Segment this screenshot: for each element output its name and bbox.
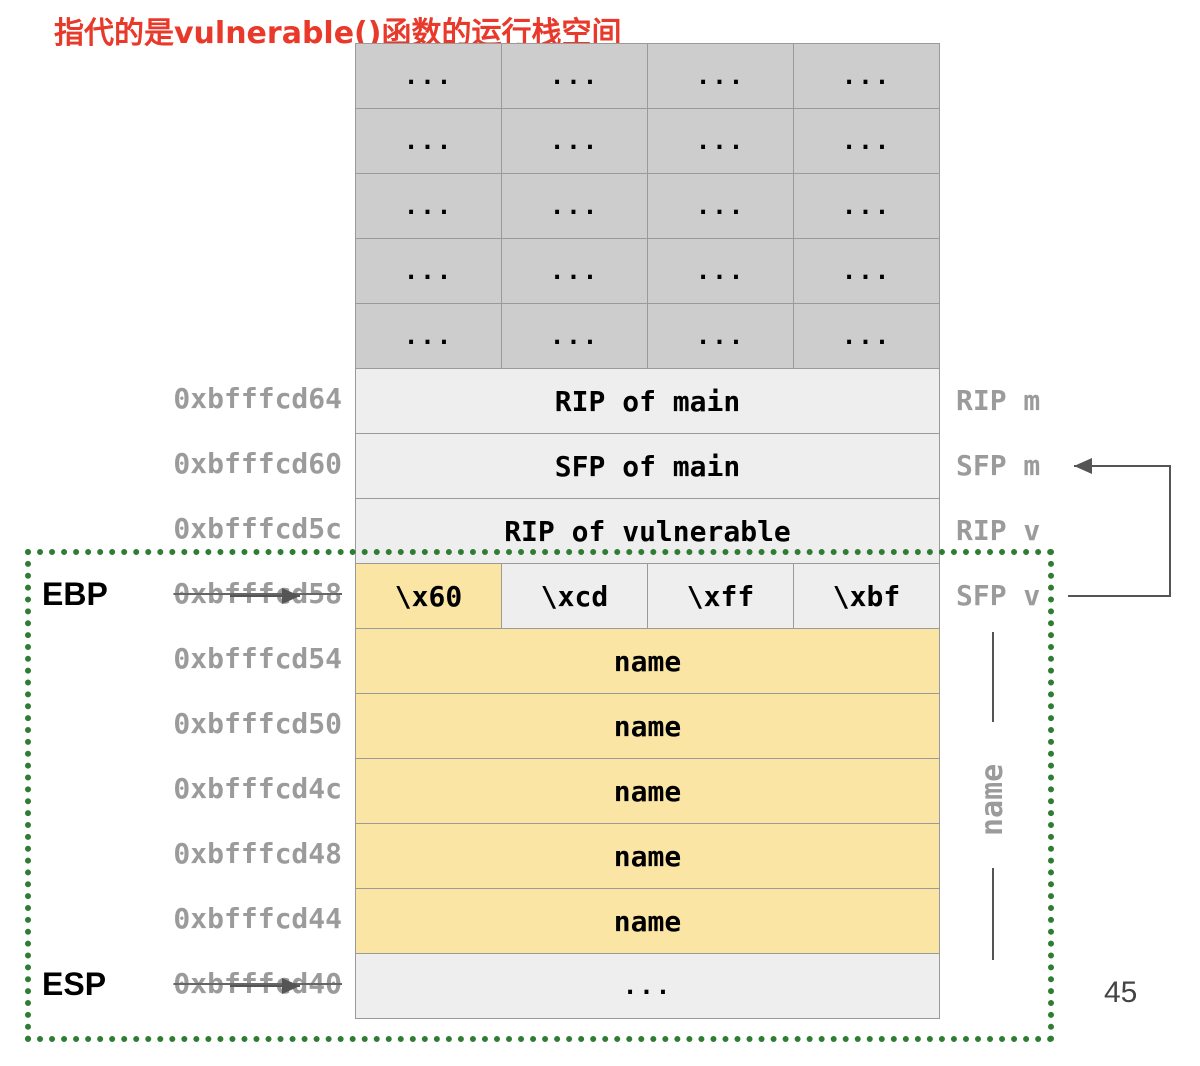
stack-diagram: ... ... ... ... ... ... ... ... ... ... … bbox=[355, 43, 940, 1019]
stack-row-name: name bbox=[355, 693, 940, 759]
address-label: 0xbfffcd44 bbox=[173, 902, 342, 935]
stack-row-bottom: ... bbox=[355, 953, 940, 1019]
stack-cell-byte: \xcd bbox=[501, 563, 648, 629]
stack-row-rip-main: RIP of main bbox=[355, 368, 940, 434]
stack-cell: ... bbox=[501, 238, 648, 304]
stack-row-filler: ... ... ... ... bbox=[355, 108, 940, 174]
stack-cell: ... bbox=[355, 173, 502, 239]
stack-row-name: name bbox=[355, 823, 940, 889]
address-label-esp: 0xbfffcd40 bbox=[173, 967, 342, 1000]
address-label: 0xbfffcd48 bbox=[173, 837, 342, 870]
stack-row-filler: ... ... ... ... bbox=[355, 43, 940, 109]
side-label-sfp-vulnerable: SFP v bbox=[956, 579, 1041, 612]
side-label-rip-vulnerable: RIP v bbox=[956, 514, 1041, 547]
address-label: 0xbfffcd4c bbox=[173, 772, 342, 805]
stack-row-filler: ... ... ... ... bbox=[355, 303, 940, 369]
stack-row-name: name bbox=[355, 758, 940, 824]
stack-cell: ... bbox=[355, 108, 502, 174]
address-label-ebp: 0xbfffcd58 bbox=[173, 577, 342, 610]
stack-cell: ... bbox=[501, 173, 648, 239]
address-label: 0xbfffcd54 bbox=[173, 642, 342, 675]
stack-cell: ... bbox=[355, 303, 502, 369]
esp-register-label: ESP bbox=[42, 966, 107, 1002]
sfp-link-arrow bbox=[1068, 458, 1171, 597]
page-number: 45 bbox=[1104, 976, 1138, 1009]
stack-cell: ... bbox=[501, 108, 648, 174]
address-label: 0xbfffcd60 bbox=[173, 447, 342, 480]
stack-cell-name: name bbox=[355, 693, 940, 759]
address-label: 0xbfffcd64 bbox=[173, 382, 342, 415]
stack-cell-ellipsis: ... bbox=[355, 953, 940, 1019]
stack-cell-name: name bbox=[355, 823, 940, 889]
stack-cell: ... bbox=[793, 108, 940, 174]
stack-cell: ... bbox=[355, 43, 502, 109]
vulnerable-frame-box bbox=[25, 549, 1054, 1042]
stack-cell: ... bbox=[793, 303, 940, 369]
stack-cell-rip-main: RIP of main bbox=[355, 368, 940, 434]
stack-row-filler: ... ... ... ... bbox=[355, 173, 940, 239]
side-label-rip-main: RIP m bbox=[956, 384, 1041, 417]
stack-cell: ... bbox=[793, 238, 940, 304]
address-label: 0xbfffcd5c bbox=[173, 512, 342, 545]
stack-cell-name: name bbox=[355, 758, 940, 824]
ebp-register-label: EBP bbox=[42, 576, 108, 612]
side-label-sfp-main: SFP m bbox=[956, 449, 1041, 482]
stack-cell: ... bbox=[647, 173, 794, 239]
stack-cell: ... bbox=[647, 43, 794, 109]
address-label: 0xbfffcd50 bbox=[173, 707, 342, 740]
